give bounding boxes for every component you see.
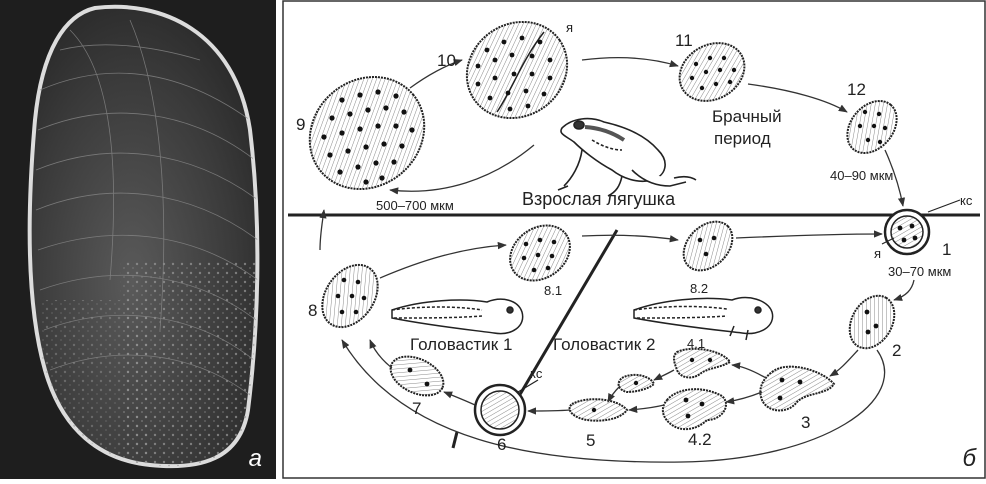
stage-8-label: 8 [308, 301, 317, 320]
nucleus-label-top: я [566, 20, 573, 35]
panel-letter-a: а [249, 445, 262, 473]
lifecycle-panel: 9 10 11 12 1 2 3 4.1 4.2 5 6 7 8 8.1 8.2… [282, 0, 986, 479]
micrograph-panel: а [0, 0, 276, 479]
cyst-tick-mark [453, 432, 457, 448]
stage-9-label: 9 [296, 115, 305, 134]
stage-4-1-cell [674, 349, 730, 378]
stage-4-1-label: 4.1 [687, 336, 705, 351]
lifecycle-diagram: 9 10 11 12 1 2 3 4.1 4.2 5 6 7 8 8.1 8.2… [282, 0, 986, 479]
stage-7-label: 7 [412, 399, 421, 418]
stage-11-label: 11 [675, 31, 693, 50]
micrograph-image [0, 0, 276, 479]
ks-pointer-top [928, 200, 960, 212]
stage-8-1-label: 8.1 [544, 283, 562, 298]
stage-4-3-cell [619, 375, 654, 392]
stage-8-2-label: 8.2 [690, 281, 708, 296]
nucleus-label-cyst: я [874, 246, 881, 261]
stage-4-2-label: 4.2 [688, 430, 712, 449]
stage-3-label: 3 [801, 413, 810, 432]
stage-9-cell [287, 54, 447, 212]
stage-12-cell [837, 91, 906, 162]
panel-frame [283, 1, 985, 478]
stage-1-label: 1 [942, 240, 951, 259]
adult-frog-drawing [558, 119, 696, 196]
stage-3-cell [760, 367, 834, 411]
panel-letter-b: б [963, 445, 977, 473]
tadpole-2-label: Головастик 2 [553, 335, 655, 354]
adult-frog-label: Взрослая лягушка [522, 189, 676, 209]
tadpole-1-label: Головастик 1 [410, 335, 512, 354]
stage-8-2-cell [674, 212, 742, 280]
stage-2-label: 2 [892, 341, 901, 360]
breeding-period-line1: Брачный [712, 107, 782, 126]
stage-10-label: 10 [437, 51, 456, 70]
stage-12-label: 12 [847, 80, 866, 99]
size-label-9: 500–700 мкм [376, 198, 454, 213]
cyst-shell-label-bottom: кс [530, 366, 543, 381]
size-label-12: 40–90 мкм [830, 168, 893, 183]
stage-6-cyst [475, 380, 538, 435]
tadpole-2-drawing [634, 298, 773, 340]
stage-6-label: 6 [497, 435, 506, 454]
stage-8-cell [311, 254, 389, 337]
stage-7-cell [384, 349, 449, 403]
breeding-period-line2: период [714, 129, 771, 148]
size-label-1: 30–70 мкм [888, 264, 951, 279]
stage-4-2-cell [663, 389, 726, 429]
stage-8-1-cell [499, 214, 580, 292]
cyst-shell-label-top: кс [960, 193, 973, 208]
stage-5-cell [570, 399, 627, 420]
stage-5-label: 5 [586, 431, 595, 450]
tadpole-1-drawing [392, 299, 523, 333]
